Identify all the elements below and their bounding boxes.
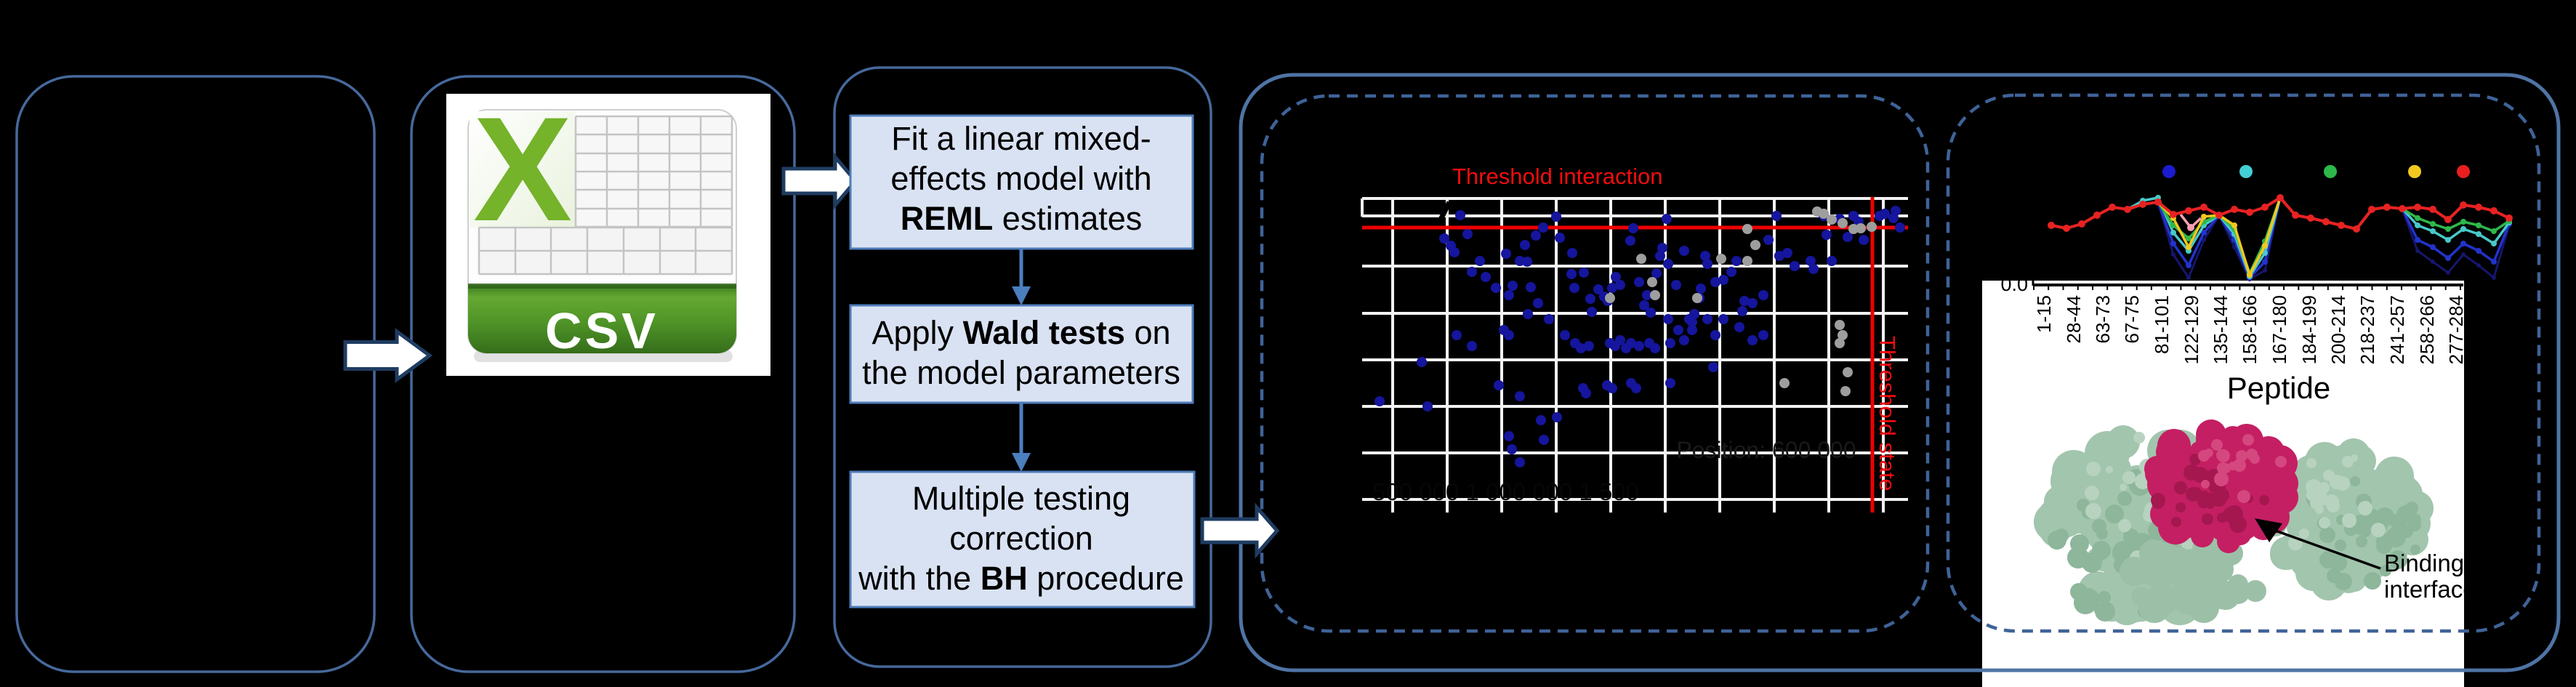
svg-text:28-44: 28-44 [2063, 295, 2085, 344]
svg-text:X: X [473, 87, 572, 252]
svg-text:200-214: 200-214 [2327, 295, 2349, 364]
svg-text:122-129: 122-129 [2181, 295, 2202, 364]
svg-text:Threshold interaction: Threshold interaction [1452, 164, 1663, 189]
svg-text:REML estimates: REML estimates [901, 200, 1143, 237]
svg-text:63-73: 63-73 [2092, 295, 2114, 344]
svg-text:Binding: Binding [2384, 550, 2464, 576]
svg-text:258-266: 258-266 [2416, 295, 2438, 364]
svg-text:167-180: 167-180 [2269, 295, 2290, 364]
svg-text:Fit a linear mixed-: Fit a linear mixed- [891, 120, 1151, 157]
svg-text:500 000 1 000 000 1 500: 500 000 1 000 000 1 500 [1372, 478, 1639, 505]
svg-text:218-237: 218-237 [2356, 295, 2378, 364]
svg-text:correction: correction [949, 520, 1093, 557]
svg-text:the model parameters: the model parameters [862, 354, 1180, 391]
svg-text:Threshold state: Threshold state [1875, 336, 1900, 491]
svg-text:0.0: 0.0 [2000, 273, 2028, 295]
svg-text:interface: interface [2384, 576, 2476, 603]
svg-text:81-101: 81-101 [2151, 295, 2173, 354]
svg-text:1-15: 1-15 [2033, 295, 2055, 333]
svg-text:67-75: 67-75 [2121, 295, 2143, 344]
svg-text:Position: 600 000: Position: 600 000 [1676, 437, 1856, 463]
svg-text:Multiple testing: Multiple testing [912, 480, 1130, 517]
svg-text:184-199: 184-199 [2298, 295, 2320, 364]
svg-text:Apply Wald tests on: Apply Wald tests on [872, 314, 1170, 351]
svg-text:Peptide: Peptide [2227, 371, 2330, 405]
svg-text:with the BH procedure: with the BH procedure [858, 560, 1184, 597]
svg-text:158-166: 158-166 [2239, 295, 2261, 364]
svg-text:241-257: 241-257 [2386, 295, 2408, 364]
svg-text:effects model with: effects model with [890, 160, 1151, 197]
svg-text:CSV: CSV [545, 302, 659, 359]
svg-text:135-144: 135-144 [2210, 295, 2231, 364]
svg-text:277-284: 277-284 [2445, 295, 2467, 364]
